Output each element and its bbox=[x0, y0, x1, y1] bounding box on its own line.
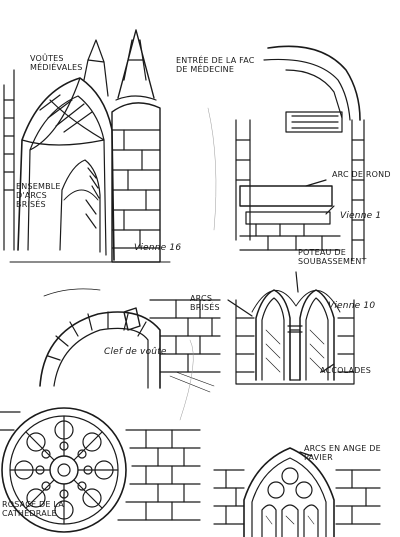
rose-window-drawing bbox=[0, 407, 201, 533]
label-entree-fac: Entrée de la fac de médecine bbox=[176, 56, 255, 74]
label-clef-de-voute: Clef de voûte bbox=[104, 347, 167, 357]
twin-arch-window-drawing bbox=[227, 271, 355, 385]
label-poteau-soubassement: Poteau de soubassement bbox=[298, 248, 367, 266]
signature-top-right: Vienne 1 bbox=[340, 211, 382, 221]
label-ensemble-arcs: Ensemble d'arcs brisés bbox=[16, 182, 61, 209]
keystone-arch-drawing bbox=[39, 288, 221, 393]
label-arc-de-rond: Arc de rond bbox=[332, 170, 391, 179]
label-arcs-ange-pavier: Arcs en ange de Pavier bbox=[304, 444, 381, 462]
label-voutes-medievales: Voûtes médiévales bbox=[30, 54, 83, 72]
round-arch-drawing bbox=[235, 45, 365, 261]
lancet-window-drawing bbox=[213, 447, 381, 537]
signature-top-left: Vienne 16 bbox=[134, 243, 182, 253]
label-accolades: Accolades bbox=[320, 366, 372, 375]
label-arcs-brises: Arcs brisés bbox=[190, 294, 220, 312]
gothic-vault-drawing bbox=[3, 29, 171, 263]
signature-middle-right: Vienne 10 bbox=[328, 301, 376, 311]
label-rosace-cathedrale: Rosace de la cathédrale bbox=[2, 500, 64, 518]
